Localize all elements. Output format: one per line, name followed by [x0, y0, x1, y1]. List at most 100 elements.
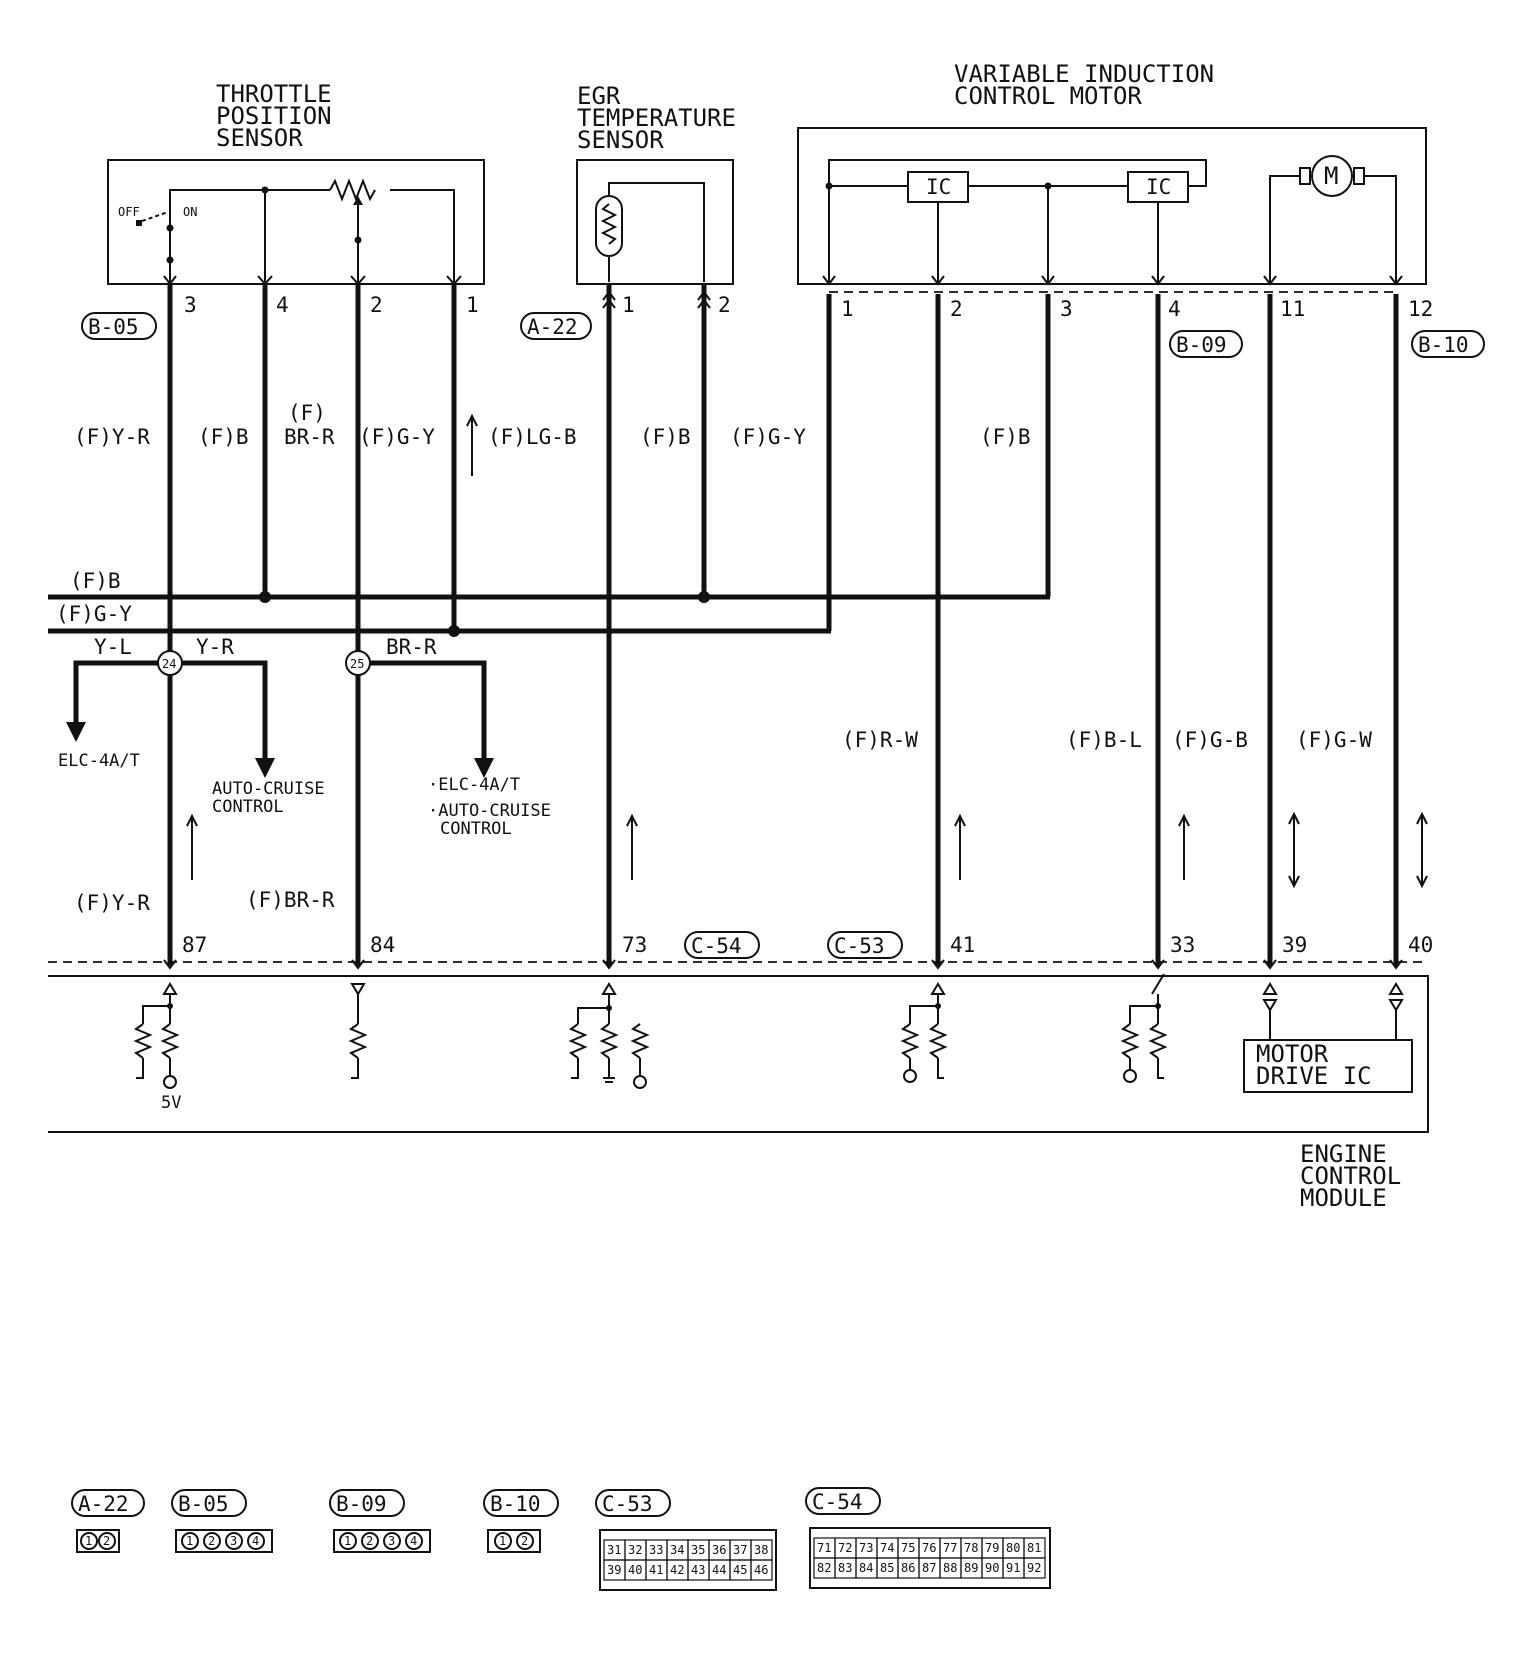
svg-text:2: 2 — [208, 1534, 215, 1548]
svg-text:2: 2 — [103, 1534, 110, 1548]
lower-wire-labels: (F)Y-R (F)BR-R (F)R-W (F)B-L (F)G-B (F)G… — [74, 728, 1428, 915]
dest-combo-2: ·AUTO-CRUISE — [428, 801, 551, 821]
connector-b10-badge — [1411, 330, 1485, 358]
legend-b10-pins: 1 2 — [494, 1532, 534, 1550]
vic-pin-12: 12 — [1408, 297, 1433, 321]
connector-c54-label: C-54 — [691, 934, 742, 958]
connector-pin-number: 38 — [754, 1543, 768, 1557]
connector-pin-number: 31 — [607, 1543, 621, 1557]
tps-internal-wire — [169, 189, 330, 282]
dest-elc: ELC-4A/T — [58, 751, 140, 771]
connector-pin-number: 76 — [922, 1541, 936, 1555]
tps-pin-4: 4 — [276, 293, 289, 317]
tps-wiper-arrow — [353, 196, 363, 205]
wire-label-gy-1: (F)G-Y — [359, 425, 435, 449]
motor-drive-ic — [1243, 1039, 1413, 1093]
branch-yl-label: Y-L — [94, 635, 132, 659]
wire-label-brr-lower: (F)BR-R — [246, 888, 335, 912]
wire-label-b-2: (F)B — [640, 425, 691, 449]
connector-b05-badge — [81, 312, 157, 340]
bus-b-label: (F)B — [70, 569, 121, 593]
connector-pin-number: 36 — [712, 1543, 726, 1557]
ecm-title-2: CONTROL — [1300, 1162, 1401, 1190]
ecm-title-1: ENGINE — [1300, 1140, 1387, 1168]
egr-temperature-sensor: EGR TEMPERATURE SENSOR 1 2 A-22 — [520, 82, 736, 340]
connector-pin-number: 35 — [691, 1543, 705, 1557]
tps-pin-3: 3 — [184, 293, 197, 317]
variable-induction-control-motor: VARIABLE INDUCTION CONTROL MOTOR IC IC M… — [797, 60, 1485, 358]
ecm-pin-40: 40 — [1408, 933, 1433, 957]
vic-ic-2 — [1127, 171, 1189, 203]
svg-text:24: 24 — [162, 657, 176, 671]
ecm-pin-73: 73 — [622, 933, 647, 957]
connector-pin-number: 74 — [880, 1541, 894, 1555]
ecm-pin-41: 41 — [950, 933, 975, 957]
connector-a22-label: A-22 — [527, 315, 578, 339]
ecm-5v-label: 5V — [161, 1093, 181, 1113]
connector-legend: A-22 1 2 B-05 1 2 3 4 B-09 1 2 3 4 B-10 — [71, 1487, 1051, 1591]
connector-pin-number: 41 — [649, 1563, 663, 1577]
connector-pin-number: 75 — [901, 1541, 915, 1555]
legend-b09-pins: 1 2 3 4 — [339, 1532, 423, 1550]
throttle-position-sensor: THROTTLE POSITION SENSOR OFF ON 3 4 2 1 … — [81, 80, 485, 340]
legend-b05-pins: 1 2 3 4 — [181, 1532, 265, 1550]
vic-motor — [1311, 155, 1353, 197]
connector-pin-number: 39 — [607, 1563, 621, 1577]
wire-label-brr: BR-R — [284, 425, 335, 449]
connector-pin-number: 91 — [1006, 1561, 1020, 1575]
tps-title-3: SENSOR — [216, 124, 303, 152]
connector-pin-number: 79 — [985, 1541, 999, 1555]
tps-pin-1: 1 — [466, 293, 479, 317]
connector-pin-number: 82 — [817, 1561, 831, 1575]
wire-label-b-3: (F)B — [980, 425, 1031, 449]
egr-title-2: TEMPERATURE — [577, 104, 736, 132]
connector-pin-number: 46 — [754, 1563, 768, 1577]
ecm-title-3: MODULE — [1300, 1184, 1387, 1212]
egr-title-1: EGR — [577, 82, 621, 110]
connector-b09-badge — [1169, 330, 1243, 358]
branch-yr-label: Y-R — [196, 635, 234, 659]
vic-title-2: CONTROL MOTOR — [954, 82, 1142, 110]
connector-pin-number: 83 — [838, 1561, 852, 1575]
connector-pin-number: 88 — [943, 1561, 957, 1575]
connector-pin-number: 77 — [943, 1541, 957, 1555]
motor-drive-ic-label-1: MOTOR — [1256, 1040, 1329, 1068]
tps-switch-on: ON — [183, 205, 197, 219]
vic-motor-label: M — [1324, 162, 1338, 190]
dest-cruise-1: AUTO-CRUISE — [212, 779, 325, 799]
wire-label-bl: (F)B-L — [1066, 728, 1142, 752]
vic-title-1: VARIABLE INDUCTION — [954, 60, 1214, 88]
tps-internal-wire-right — [390, 189, 455, 282]
connector-pin-number: 45 — [733, 1563, 747, 1577]
svg-text:3: 3 — [388, 1534, 395, 1548]
connector-pin-number: 89 — [964, 1561, 978, 1575]
wire-label-yr: (F)Y-R — [74, 425, 150, 449]
svg-text:2: 2 — [521, 1534, 528, 1548]
svg-text:4: 4 — [410, 1534, 417, 1548]
svg-text:1: 1 — [499, 1534, 506, 1548]
dest-combo-1: ·ELC-4A/T — [428, 775, 520, 795]
connector-pin-number: 87 — [922, 1561, 936, 1575]
connector-pin-number: 43 — [691, 1563, 705, 1577]
legend-label-c54: C-54 — [812, 1490, 863, 1514]
connector-pin-number: 44 — [712, 1563, 726, 1577]
connector-c53-badge — [827, 931, 903, 959]
wire-label-b-1: (F)B — [198, 425, 249, 449]
connector-pin-number: 92 — [1027, 1561, 1041, 1575]
vic-ic-1-label: IC — [926, 175, 951, 199]
wire-label-f: (F) — [288, 401, 326, 425]
egr-pin-1: 1 — [622, 293, 635, 317]
ecm-pin-row: 87 84 73 41 33 39 40 C-54 C-53 — [48, 931, 1433, 970]
vic-pin-2: 2 — [950, 297, 963, 321]
legend-label-b09: B-09 — [336, 1492, 387, 1516]
wire-label-gb: (F)G-B — [1172, 728, 1248, 752]
tps-housing — [107, 159, 485, 285]
egr-pin-2: 2 — [718, 293, 731, 317]
connector-pin-number: 81 — [1027, 1541, 1041, 1555]
connector-c54-badge — [684, 931, 760, 959]
connector-pin-cell — [1023, 1557, 1046, 1579]
connector-pin-number: 71 — [817, 1541, 831, 1555]
vic-ic-2-label: IC — [1146, 175, 1171, 199]
